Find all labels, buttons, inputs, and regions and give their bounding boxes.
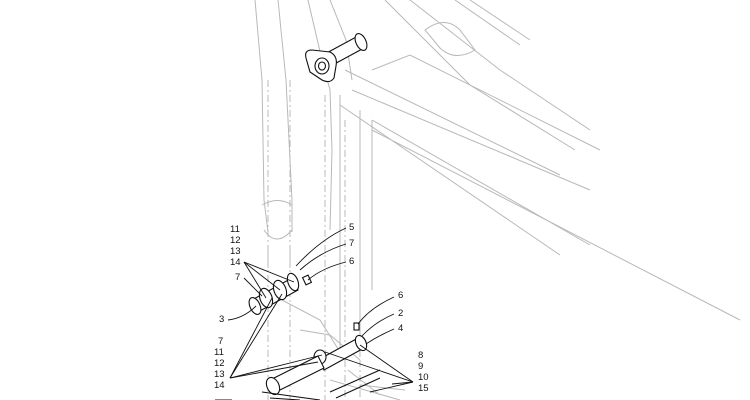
callout-11-a: 11 <box>230 224 240 235</box>
callout-12-b: 12 <box>214 358 225 369</box>
callout-7-a: 7 <box>235 272 240 283</box>
alignment-centerlines <box>267 80 361 400</box>
callout-14-b: 14 <box>214 380 225 391</box>
callout-14-a: 14 <box>230 257 241 268</box>
callout-12-a: 12 <box>230 235 241 246</box>
callout-11-b: 11 <box>214 347 224 358</box>
callout-6-top: 6 <box>349 256 354 267</box>
lower-right-pin-assembly <box>313 322 368 371</box>
top-pin-assembly <box>305 33 368 83</box>
callout-7-top: 7 <box>349 238 354 249</box>
callout-6-mid: 6 <box>398 290 403 301</box>
callout-labels: 5 7 6 11 12 13 14 7 3 6 2 4 7 11 12 13 1… <box>214 222 429 394</box>
callout-9: 9 <box>418 361 423 372</box>
callout-4: 4 <box>398 323 403 334</box>
callout-7-b: 7 <box>218 336 223 347</box>
callout-5-top: 5 <box>349 222 354 233</box>
callout-10: 10 <box>418 372 429 383</box>
middle-pin-assembly <box>248 272 313 315</box>
callout-13-a: 13 <box>230 246 241 257</box>
callout-15: 15 <box>418 383 429 394</box>
callout-2: 2 <box>398 308 403 319</box>
leader-lines <box>215 227 414 400</box>
callout-13-b: 13 <box>214 369 225 380</box>
bottom-pin-assembly <box>261 355 381 400</box>
callout-8: 8 <box>418 350 423 361</box>
boom-frame-outline <box>254 0 741 400</box>
callout-3: 3 <box>219 314 224 325</box>
